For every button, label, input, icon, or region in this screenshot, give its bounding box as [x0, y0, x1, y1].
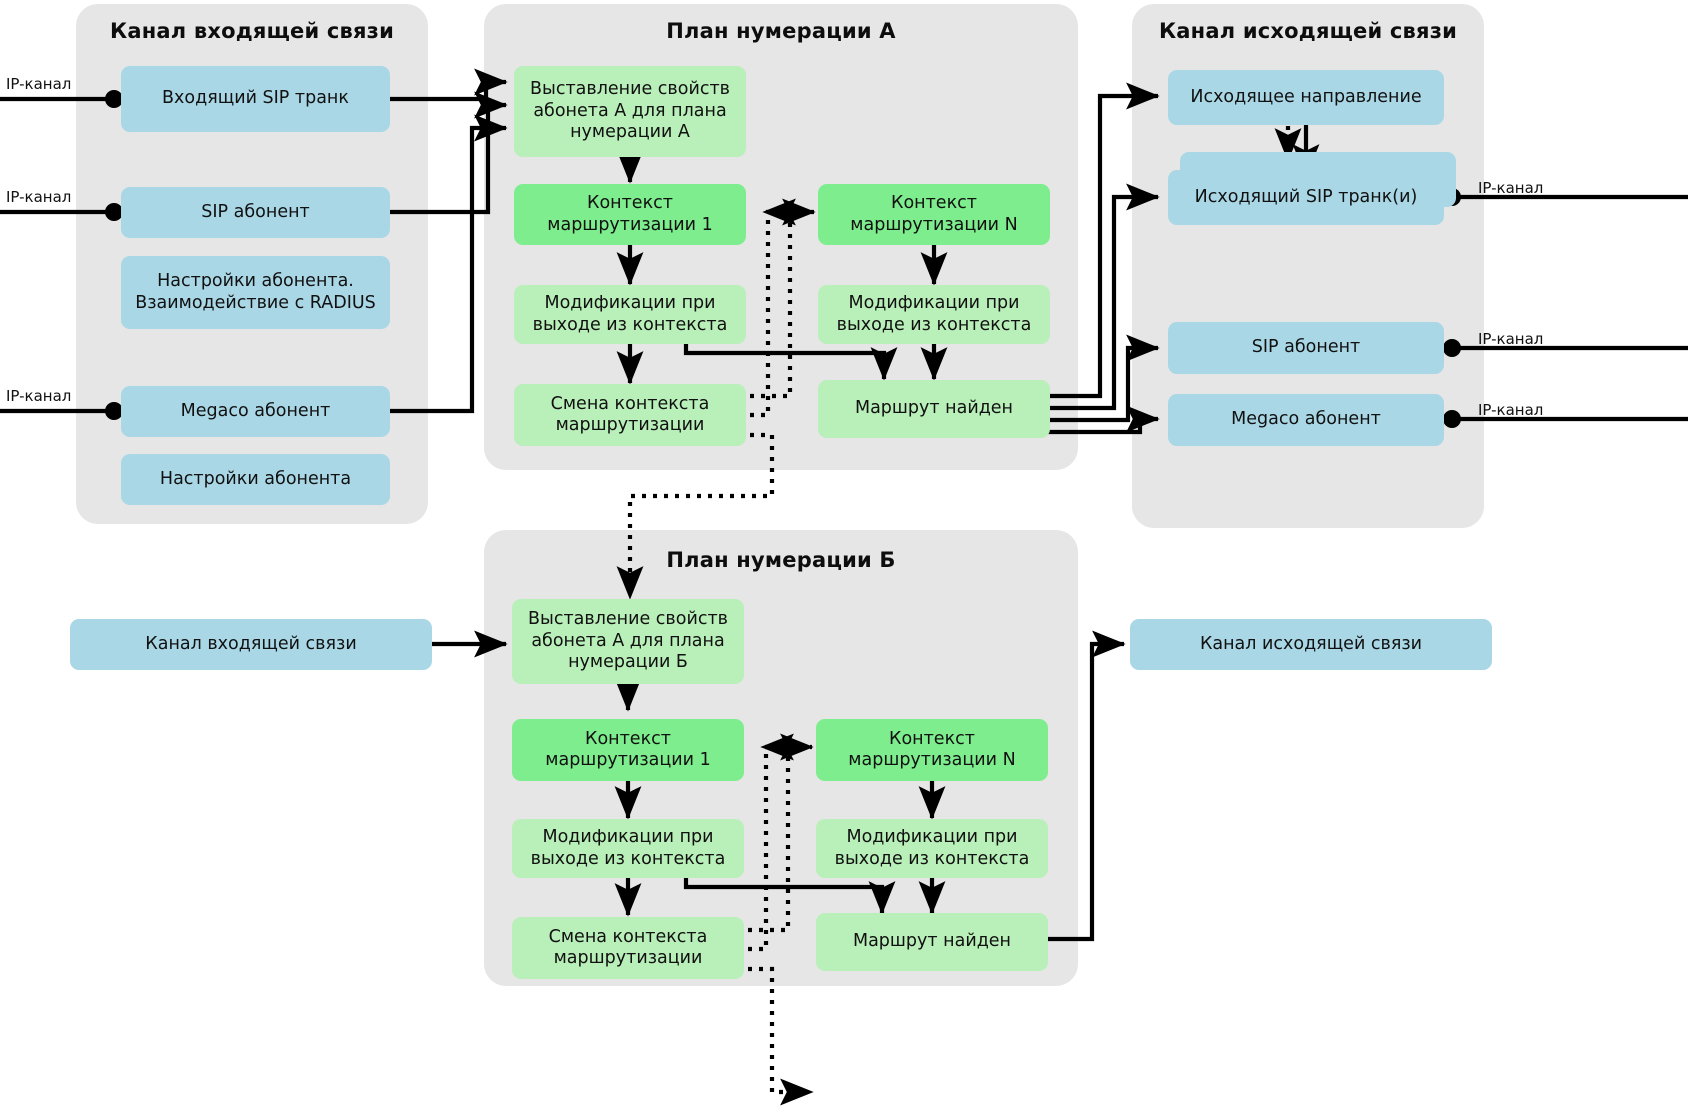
node-incoming-megaco-subscriber[interactable]: Megaco абонент [121, 386, 390, 437]
node-outgoing-sip-trunk[interactable]: Исходящий SIP транк(и) [1168, 170, 1444, 225]
wire-b-switch-to-next-plan-dotted [748, 966, 814, 1106]
ip-label-sip-trunk: IP-канал [6, 75, 72, 93]
node-outgoing-megaco-subscriber[interactable]: Megaco абонент [1168, 394, 1444, 446]
ip-label-megaco-subscriber: IP-канал [6, 387, 72, 405]
ip-label-outgoing-trunk: IP-канал [1478, 179, 1544, 197]
node-plan-b-context-1[interactable]: Контекст маршрутизации 1 [512, 719, 744, 781]
node-plan-a-mods-1[interactable]: Модификации при выходе из контекста [514, 285, 746, 344]
wire-a-mods1-to-route-found [683, 344, 898, 381]
terminal-dot-sip-subscriber [105, 203, 123, 221]
wire-megaco-subscriber-to-plan-a [390, 114, 508, 414]
wire-a-route-to-outgoing-megaco-subscriber [1048, 405, 1160, 435]
node-plan-a-context-n[interactable]: Контекст маршрутизации N [818, 184, 1050, 245]
node-incoming-sip-subscriber[interactable]: SIP абонент [121, 187, 390, 238]
node-plan-a-entry[interactable]: Выставление свойств абонета А для плана … [514, 66, 746, 157]
wire-plan-b-route-to-bottom-outgoing [1048, 630, 1126, 942]
wire-a-route-to-outgoing-sip-trunk [1048, 183, 1160, 411]
wire-b-mods1-to-route-found [683, 878, 896, 915]
ip-label-sip-subscriber: IP-канал [6, 188, 72, 206]
terminal-dot-sip-trunk [105, 90, 123, 108]
node-incoming-subscriber-radius-settings[interactable]: Настройки абонента. Взаимодействие с RAD… [121, 256, 390, 329]
node-outgoing-direction[interactable]: Исходящее направление [1168, 70, 1444, 125]
wire-a-switch-to-plan-b-dotted [616, 432, 775, 600]
wire-a-switch-to-contextn-dotted [750, 198, 816, 418]
node-incoming-sip-trunk[interactable]: Входящий SIP транк [121, 66, 390, 132]
node-plan-a-context-1[interactable]: Контекст маршрутизации 1 [514, 184, 746, 245]
wire-a-route-to-outgoing-sip-subscriber [1048, 334, 1160, 423]
panel-title-plan-a: План нумерации А [666, 19, 896, 43]
panel-title-outgoing: Канал исходящей связи [1158, 19, 1458, 43]
node-plan-b-context-n[interactable]: Контекст маршрутизации N [816, 719, 1048, 781]
terminal-dot-outgoing-sip [1443, 339, 1461, 357]
wire-a-route-to-outgoing-direction [1048, 82, 1160, 399]
ip-label-outgoing-megaco-subscriber: IP-канал [1478, 401, 1544, 419]
wire-sip-subscriber-to-plan-a [390, 91, 508, 215]
node-plan-b-entry[interactable]: Выставление свойств абонета А для плана … [512, 599, 744, 684]
node-plan-b-switch-context[interactable]: Смена контекста маршрутизации [512, 917, 744, 979]
node-bottom-outgoing-channel[interactable]: Канал исходящей связи [1130, 619, 1492, 670]
wire-b-switch-to-contextn-dotted [748, 733, 814, 952]
node-plan-b-mods-1[interactable]: Модификации при выходе из контекста [512, 819, 744, 878]
node-plan-a-route-found[interactable]: Маршрут найден [818, 380, 1050, 438]
node-outgoing-sip-subscriber[interactable]: SIP абонент [1168, 322, 1444, 374]
node-plan-b-mods-n[interactable]: Модификации при выходе из контекста [816, 819, 1048, 878]
wire-sip-trunk-to-plan-a [390, 68, 508, 102]
wire-a-switch-to-context1-dotted [750, 198, 796, 399]
terminal-dot-megaco-subscriber [105, 402, 123, 420]
node-incoming-subscriber-settings[interactable]: Настройки абонента [121, 454, 390, 505]
terminal-dot-outgoing-megaco [1443, 410, 1461, 428]
node-plan-a-mods-n[interactable]: Модификации при выходе из контекста [818, 285, 1050, 344]
wire-b-switch-to-context1-dotted [748, 733, 794, 933]
panel-title-plan-b: План нумерации Б [666, 548, 896, 572]
node-plan-b-route-found[interactable]: Маршрут найден [816, 913, 1048, 971]
ip-label-outgoing-sip-subscriber: IP-канал [1478, 330, 1544, 348]
node-plan-a-switch-context[interactable]: Смена контекста маршрутизации [514, 384, 746, 446]
node-bottom-incoming-channel[interactable]: Канал входящей связи [70, 619, 432, 670]
panel-title-incoming: Канал входящей связи [109, 19, 395, 43]
